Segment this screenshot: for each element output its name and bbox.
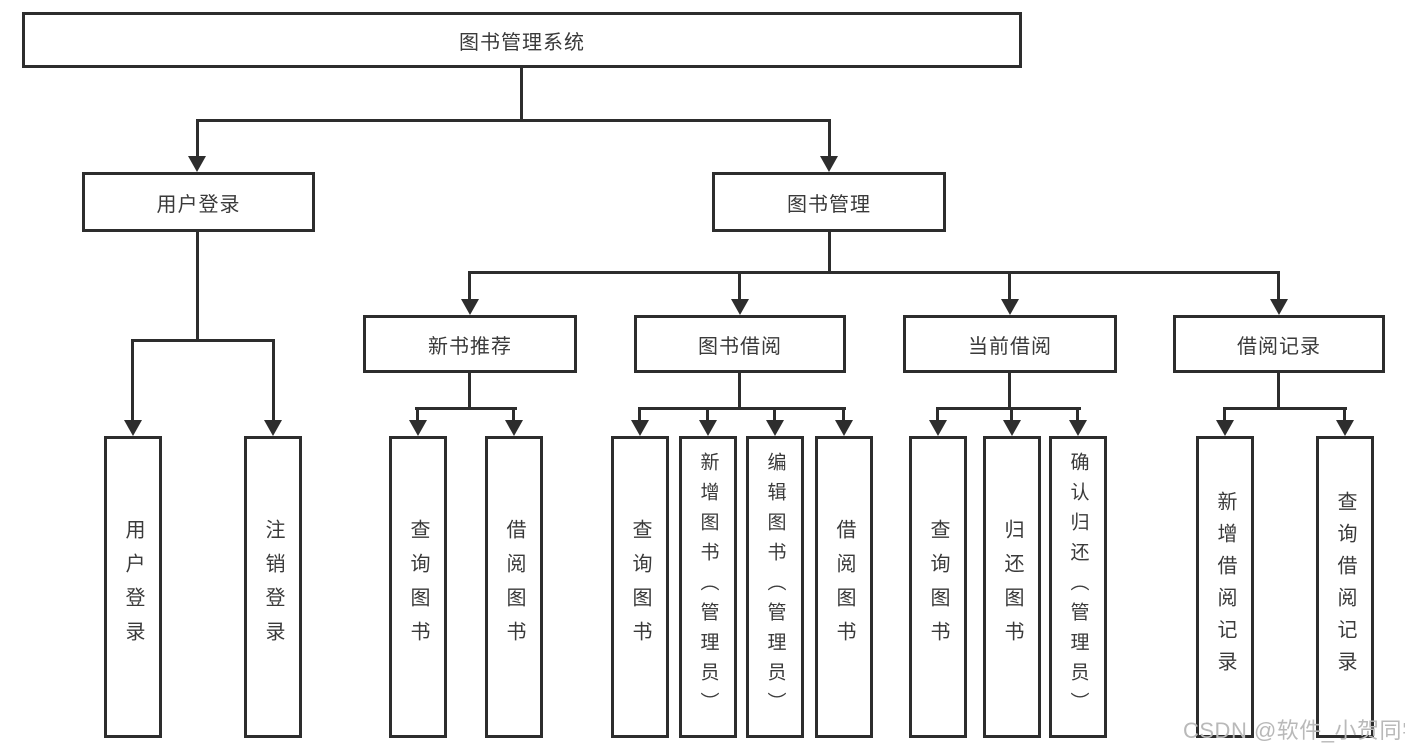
csdn-watermark: CSDN @软件_小贺同学 <box>1183 718 1405 743</box>
arrowhead-down-icon <box>820 156 838 172</box>
node-root: 图书管理系统 <box>22 12 1022 68</box>
node-book-management: 图书管理 <box>712 172 946 232</box>
connector-line <box>468 271 1280 274</box>
connector-line <box>468 271 471 300</box>
node-book-borrow: 图书借阅 <box>634 315 846 373</box>
leaf-borrow-books-recommend: 借阅图书 <box>485 436 543 738</box>
arrowhead-down-icon <box>731 299 749 315</box>
connector-line <box>706 407 709 421</box>
arrowhead-down-icon <box>188 156 206 172</box>
leaf-label: 查询图书 <box>927 519 949 655</box>
arrowhead-down-icon <box>264 420 282 436</box>
leaf-label: 借阅图书 <box>833 519 855 655</box>
connector-line <box>131 339 134 421</box>
leaf-add-borrow-record: 新增借阅记录 <box>1196 436 1254 738</box>
node-current-borrow: 当前借阅 <box>903 315 1117 373</box>
node-current-borrow-label: 当前借阅 <box>968 335 1052 358</box>
connector-line <box>1223 407 1226 421</box>
node-user-login-label: 用户登录 <box>156 193 241 216</box>
node-user-login: 用户登录 <box>82 172 315 232</box>
connector-line <box>1076 407 1079 421</box>
leaf-label: 查询图书 <box>629 519 651 655</box>
leaf-query-books-borrow: 查询图书 <box>611 436 669 738</box>
leaf-edit-books-admin: 编辑图书（管理员） <box>746 436 804 738</box>
arrowhead-down-icon <box>929 420 947 436</box>
connector-line <box>936 407 1081 410</box>
connector-line <box>1343 407 1346 421</box>
connector-line <box>828 232 831 272</box>
arrowhead-down-icon <box>1001 299 1019 315</box>
connector-line <box>638 407 846 410</box>
connector-line <box>196 119 199 157</box>
connector-line <box>638 407 641 421</box>
arrowhead-down-icon <box>1069 420 1087 436</box>
leaf-borrow-books: 借阅图书 <box>815 436 873 738</box>
node-book-management-label: 图书管理 <box>787 193 871 216</box>
arrowhead-down-icon <box>461 299 479 315</box>
leaf-label: 新增借阅记录 <box>1214 491 1236 683</box>
leaf-label: 新增图书（管理员） <box>697 452 719 722</box>
leaf-add-books-admin: 新增图书（管理员） <box>679 436 737 738</box>
arrowhead-down-icon <box>1336 420 1354 436</box>
leaf-query-books-recommend: 查询图书 <box>389 436 447 738</box>
connector-line <box>272 339 275 421</box>
leaf-label: 确认归还（管理员） <box>1067 452 1089 722</box>
connector-line <box>512 407 515 421</box>
leaf-logout: 注销登录 <box>244 436 302 738</box>
arrowhead-down-icon <box>766 420 784 436</box>
leaf-label: 归还图书 <box>1001 519 1023 655</box>
leaf-label: 查询借阅记录 <box>1334 491 1356 683</box>
connector-line <box>1008 271 1011 300</box>
connector-line <box>1277 271 1280 300</box>
connector-line <box>1277 373 1280 408</box>
leaf-query-borrow-record: 查询借阅记录 <box>1316 436 1374 738</box>
connector-line <box>773 407 776 421</box>
leaf-label: 借阅图书 <box>503 519 525 655</box>
arrowhead-down-icon <box>699 420 717 436</box>
connector-line <box>468 373 471 408</box>
connector-line <box>416 407 419 421</box>
arrowhead-down-icon <box>631 420 649 436</box>
arrowhead-down-icon <box>1270 299 1288 315</box>
connector-line <box>828 119 831 157</box>
leaf-label: 查询图书 <box>407 519 429 655</box>
node-new-book-recommend-label: 新书推荐 <box>428 335 512 358</box>
leaf-label: 编辑图书（管理员） <box>764 452 786 722</box>
node-borrow-records: 借阅记录 <box>1173 315 1385 373</box>
connector-line <box>738 373 741 408</box>
leaf-label: 用户登录 <box>122 519 144 655</box>
connector-line <box>1008 373 1011 408</box>
arrowhead-down-icon <box>505 420 523 436</box>
node-book-borrow-label: 图书借阅 <box>698 335 782 358</box>
node-root-label: 图书管理系统 <box>459 31 585 54</box>
arrowhead-down-icon <box>409 420 427 436</box>
leaf-user-login: 用户登录 <box>104 436 162 738</box>
connector-line <box>1010 407 1013 421</box>
connector-line <box>936 407 939 421</box>
leaf-return-books: 归还图书 <box>983 436 1041 738</box>
arrowhead-down-icon <box>835 420 853 436</box>
arrowhead-down-icon <box>1003 420 1021 436</box>
connector-line <box>738 271 741 300</box>
leaf-query-books-current: 查询图书 <box>909 436 967 738</box>
connector-line <box>131 339 275 342</box>
connector-line <box>415 407 517 410</box>
connector-line <box>842 407 845 421</box>
arrowhead-down-icon <box>1216 420 1234 436</box>
node-new-book-recommend: 新书推荐 <box>363 315 577 373</box>
arrowhead-down-icon <box>124 420 142 436</box>
connector-line <box>1223 407 1347 410</box>
leaf-label: 注销登录 <box>262 519 284 655</box>
leaf-confirm-return-admin: 确认归还（管理员） <box>1049 436 1107 738</box>
connector-line <box>196 232 199 340</box>
node-borrow-records-label: 借阅记录 <box>1237 335 1321 358</box>
connector-line <box>520 68 523 120</box>
connector-line <box>196 119 831 122</box>
